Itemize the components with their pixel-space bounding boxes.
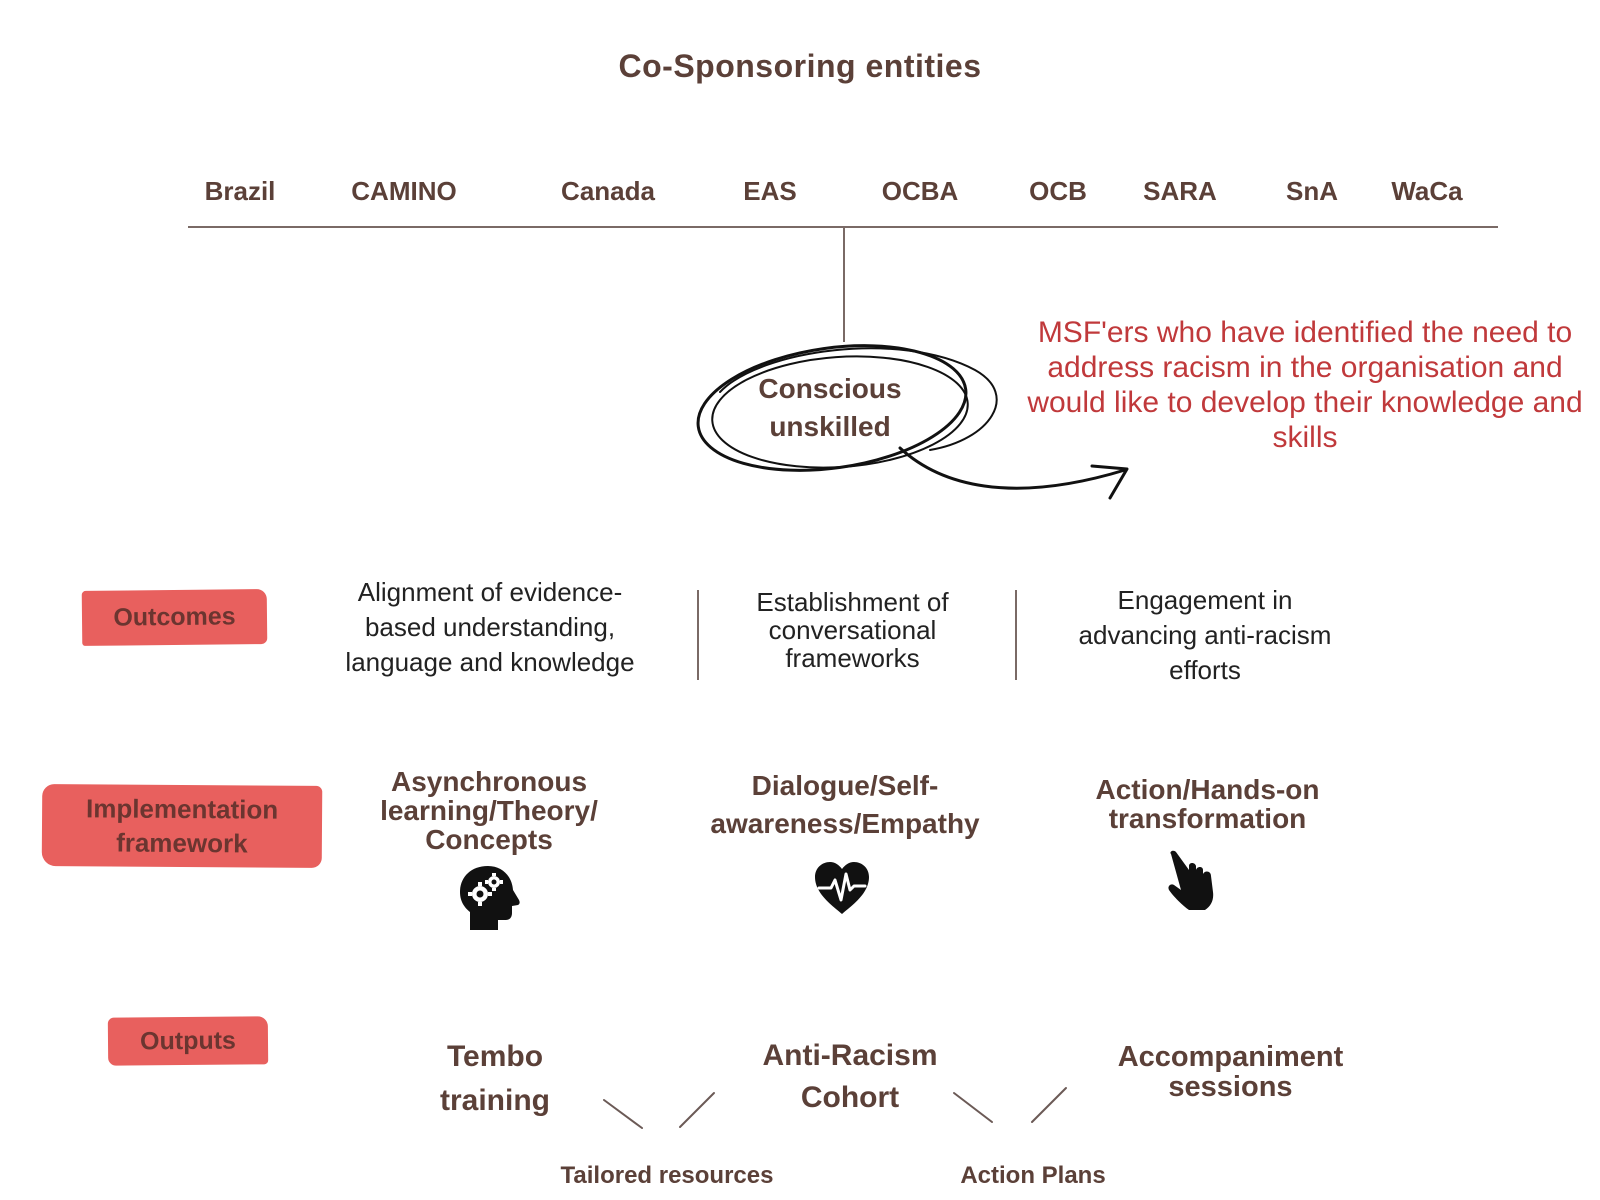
heart-pulse-icon	[815, 862, 869, 914]
implementation-badge: Implementation framework	[41, 784, 323, 868]
tie-line-4	[1031, 1087, 1067, 1123]
sub-output-action-plans: Action Plans	[960, 1162, 1106, 1189]
output-accompaniment: Accompaniment sessions	[1117, 1041, 1344, 1103]
outputs-badge: Outputs	[107, 1016, 269, 1066]
pointing-hand-icon	[1168, 850, 1214, 910]
entity-eas: EAS	[743, 176, 797, 206]
tie-line-1	[603, 1099, 643, 1129]
entity-ocba: OCBA	[881, 176, 959, 206]
tie-line-3	[953, 1092, 993, 1123]
entity-sna: SnA	[1286, 176, 1338, 206]
outcomes-badge: Outcomes	[81, 589, 268, 646]
entity-camino: CAMINO	[351, 176, 457, 206]
conscious-unskilled-label: Conscious unskilled	[758, 373, 902, 442]
entity-sara: SARA	[1143, 176, 1217, 206]
impl-asynchronous: Asynchronous learning/Theory/ Concepts	[380, 766, 598, 855]
outcome-engagement: Engagement in advancing anti-racism effo…	[1078, 585, 1332, 685]
outcome-separator-2	[1015, 590, 1017, 680]
sub-output-tailored: Tailored resources	[560, 1162, 774, 1189]
diagram-title: Co-Sponsoring entities	[618, 48, 982, 84]
scribble-loop	[719, 347, 998, 451]
outcome-separator-1	[697, 590, 699, 680]
entity-ocb: OCB	[1029, 176, 1087, 206]
tie-line-2	[679, 1092, 715, 1128]
entity-brazil: Brazil	[204, 176, 276, 206]
impl-dialogue: Dialogue/Self-awareness/Empathy	[710, 770, 980, 839]
arrow-head	[1090, 464, 1129, 500]
impl-action: Action/Hands-on transformation	[1095, 774, 1320, 834]
connector-stem	[843, 227, 845, 342]
brain-gears-icon	[460, 866, 520, 930]
arrow-curve	[898, 446, 1127, 490]
entities-row: Brazil CAMINO Canada EAS OCBA OCB SARA S…	[0, 0, 1600, 342]
outcome-alignment: Alignment of evidence-based understandin…	[345, 577, 635, 677]
outcome-frameworks: Establishment of conversational framewor…	[756, 587, 949, 673]
msf-note: MSF'ers who have identified the need to …	[1027, 316, 1583, 454]
scribble-circle-2	[711, 355, 969, 469]
entity-canada: Canada	[561, 176, 655, 206]
entity-waca: WaCa	[1391, 176, 1463, 206]
output-tembo: Tembo training	[440, 1040, 550, 1117]
output-cohort: Anti-Racism Cohort	[762, 1039, 938, 1114]
